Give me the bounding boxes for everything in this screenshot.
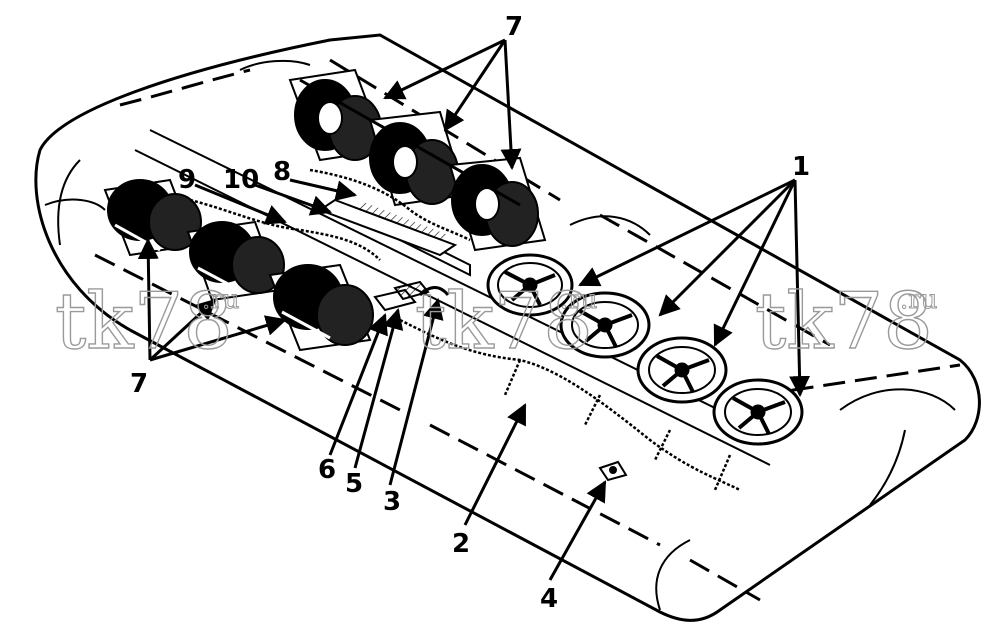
callout-3: 3 (383, 487, 401, 517)
axial-fan-group (486, 253, 804, 446)
blower-unit (368, 110, 467, 207)
axial-fan (636, 336, 728, 404)
blower-group-back (288, 68, 547, 252)
axial-fan (486, 253, 574, 317)
callout-4: 4 (540, 584, 558, 614)
axial-fan (559, 291, 651, 359)
callout-8: 8 (273, 157, 291, 187)
wiring-harness (189, 168, 741, 492)
callout-7-left: 7 (130, 369, 148, 399)
watermark-suffix: .ru (202, 285, 239, 315)
watermark-suffix: .ru (900, 285, 937, 315)
blower-unit (288, 68, 387, 162)
blower-unit (448, 156, 547, 252)
callout-10: 10 (223, 165, 259, 195)
watermark-suffix: .ru (560, 285, 597, 315)
axial-fan (712, 378, 804, 446)
callout-7-top: 7 (505, 12, 523, 42)
callout-arrows (137, 38, 811, 581)
callout-6: 6 (318, 455, 336, 485)
blower-unit (268, 263, 374, 352)
blower-unit (103, 178, 202, 257)
clamp (598, 460, 628, 482)
watermarks: tk78 .ru tk78 .ru tk78 .ru (54, 276, 938, 367)
housing-outline (34, 33, 981, 622)
blower-group-front (103, 178, 374, 352)
callout-2: 2 (452, 529, 470, 559)
callout-9: 9 (178, 165, 196, 195)
callout-labels: 7 1 9 10 8 7 6 5 3 2 4 (130, 12, 810, 614)
relay-block (373, 280, 450, 312)
watermark-text: tk78 (415, 277, 593, 367)
watermark-text: tk78 (755, 277, 933, 367)
watermark-text: tk78 (55, 277, 233, 367)
callout-1: 1 (792, 152, 810, 182)
blower-unit (186, 220, 285, 302)
callout-5: 5 (345, 469, 363, 499)
